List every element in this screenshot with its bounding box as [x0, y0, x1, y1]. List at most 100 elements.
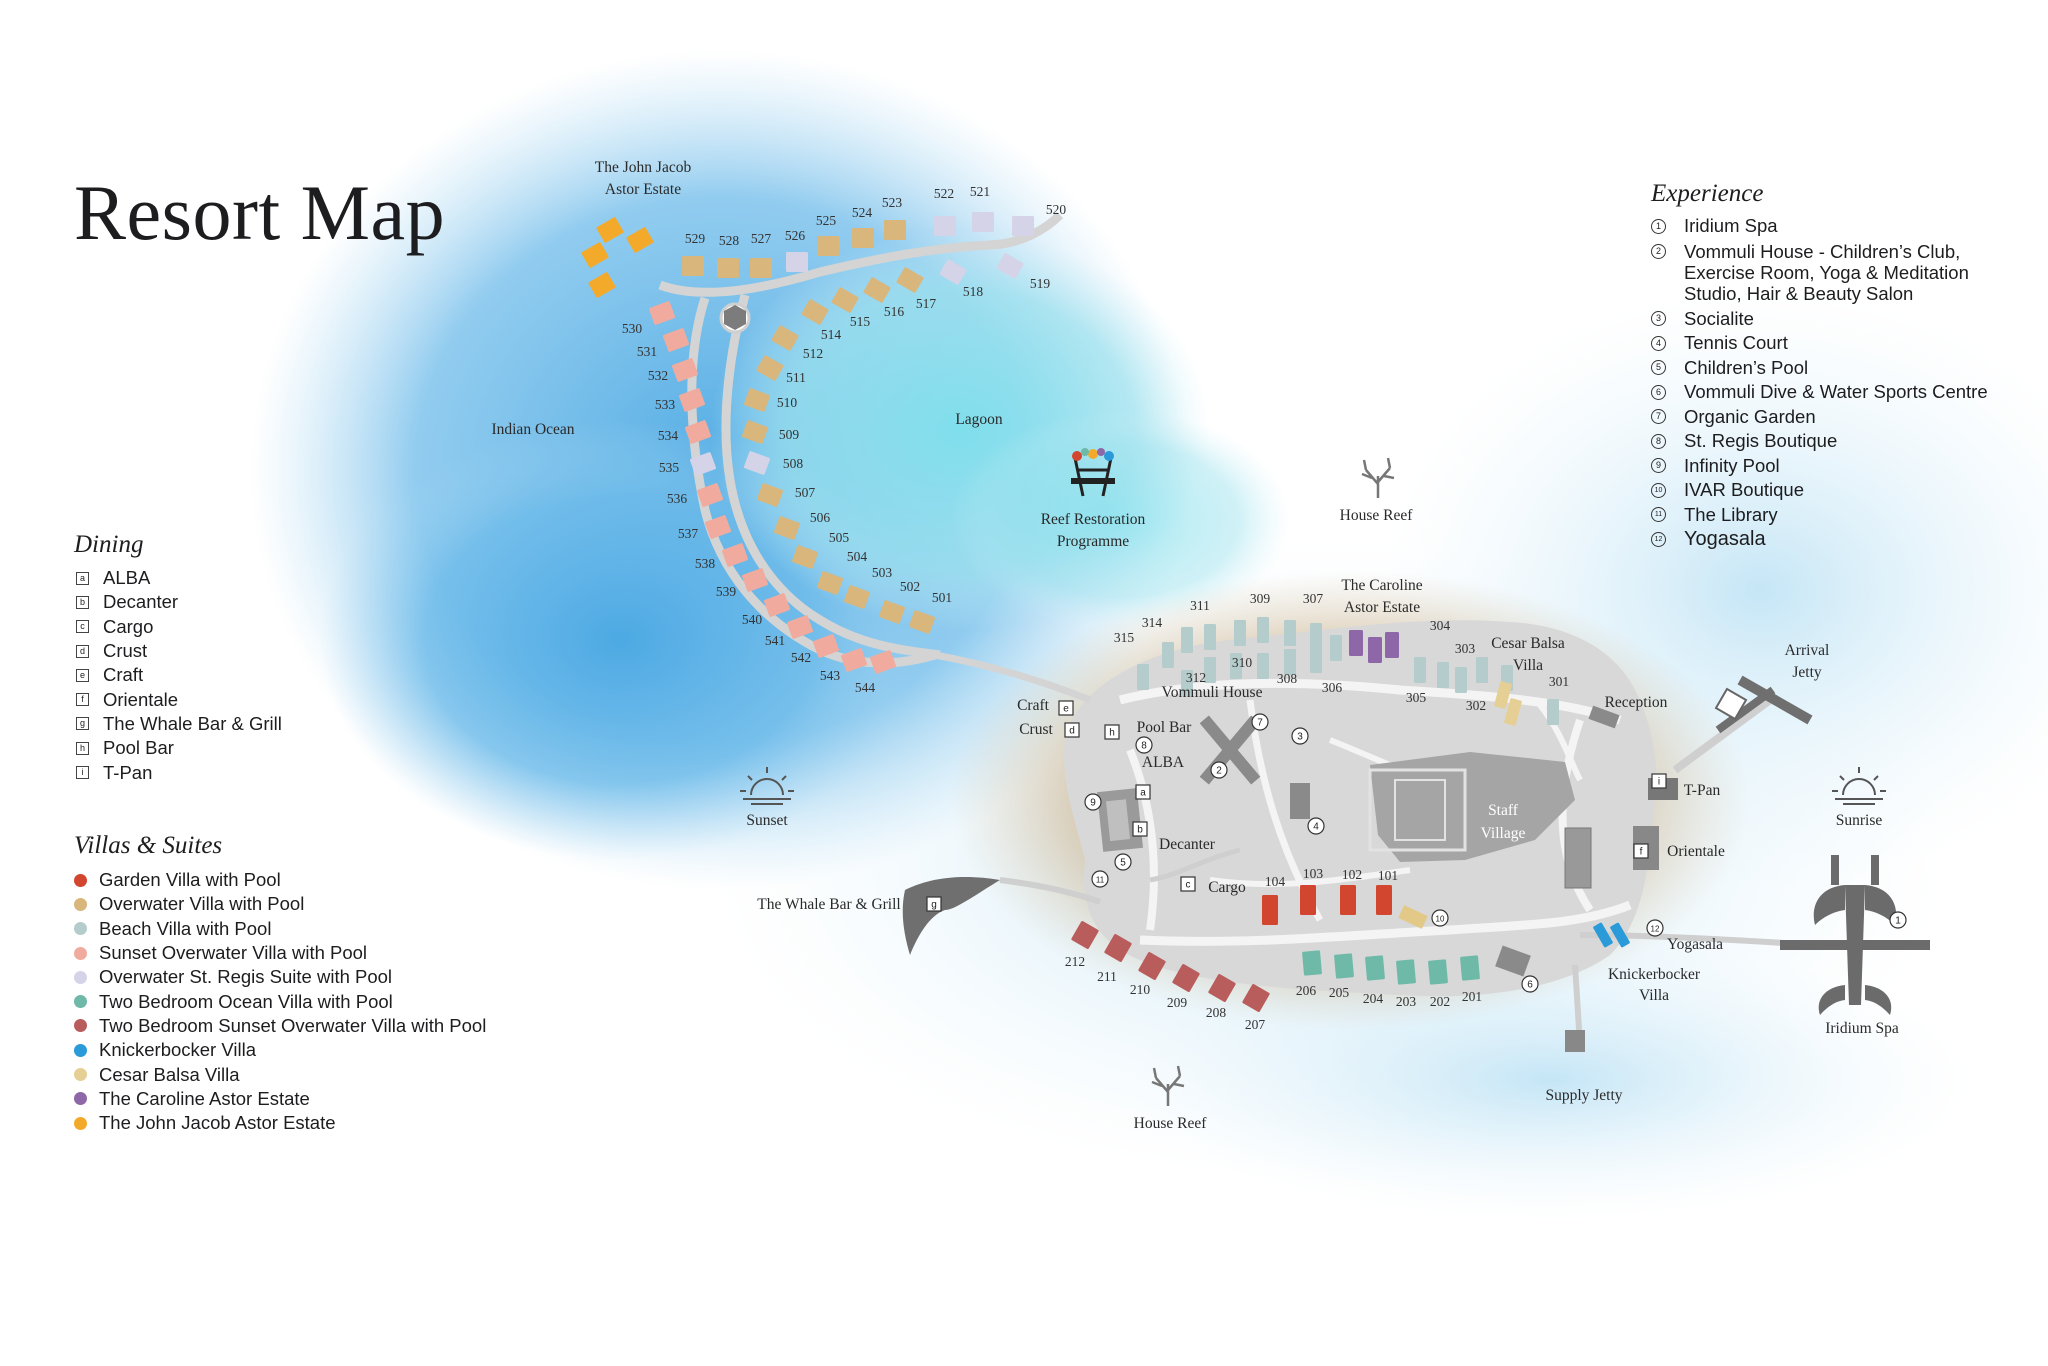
- label-cargo: Cargo: [1208, 879, 1246, 896]
- sunset-overwater-villa: [663, 328, 689, 352]
- villa-color-dot: [74, 1092, 87, 1106]
- label-staff-village-2: Village: [1481, 825, 1526, 842]
- beach-villa: [1162, 642, 1174, 668]
- villa-number: 536: [667, 491, 688, 506]
- villa-number: 510: [777, 395, 798, 410]
- two-bedroom-sunset-villa: [1242, 984, 1270, 1012]
- experience-number: 3: [1651, 311, 1666, 327]
- experience-item-12: 12 Yogasala: [1651, 527, 2011, 552]
- overwater-boardwalk: [658, 211, 1064, 668]
- label-alba: ALBA: [1142, 754, 1185, 771]
- villa-legend-item: Sunset Overwater Villa with Pool: [74, 941, 486, 965]
- villa-color-dot: [74, 897, 87, 911]
- sunset-overwater-villa: [722, 543, 748, 567]
- label-iridium-spa: Iridium Spa: [1825, 1020, 1899, 1037]
- villa-color-dot: [74, 1116, 87, 1130]
- two-bedroom-sunset-villa: [1104, 934, 1132, 962]
- dining-item-label: Cargo: [103, 615, 154, 637]
- page-title: Resort Map: [74, 169, 446, 256]
- dining-key-box: c: [76, 620, 89, 634]
- villa-number: 306: [1322, 680, 1343, 695]
- sunset-overwater-villa: [679, 388, 705, 412]
- villa-number: 532: [648, 368, 668, 383]
- beach-villa: [1284, 620, 1296, 646]
- villa-legend-label: Two Bedroom Ocean Villa with Pool: [99, 990, 393, 1012]
- sunset-overwater-villa: [672, 358, 698, 382]
- beach-villa: [1547, 699, 1559, 725]
- villa-number: 535: [659, 460, 680, 475]
- villa-number: 312: [1186, 670, 1206, 685]
- overwater-villa: [972, 212, 994, 232]
- overwater-villa: [786, 252, 808, 272]
- caroline-astor-villa: [1368, 637, 1382, 663]
- villa-number: 309: [1250, 591, 1271, 606]
- villa-number: 525: [816, 213, 837, 228]
- experience-number: 12: [1651, 531, 1666, 547]
- experience-number: 7: [1651, 409, 1666, 425]
- villa-number: 504: [847, 549, 868, 564]
- villa-number: 544: [855, 680, 876, 695]
- two-bedroom-sunset-villa: [1071, 921, 1099, 949]
- experience-marker-6: 6: [1521, 975, 1539, 993]
- villa-number: 505: [829, 530, 850, 545]
- villa-number: 533: [655, 397, 676, 412]
- experience-marker-5: 5: [1114, 853, 1132, 871]
- sunset-overwater-villa: [841, 648, 867, 672]
- villa-number: 212: [1065, 954, 1085, 969]
- experience-item-label: Organic Garden: [1684, 405, 1816, 427]
- garden-villa: [1262, 895, 1278, 925]
- dining-key-box: g: [76, 717, 89, 731]
- dining-item-c: c Cargo: [76, 615, 282, 639]
- svg-text:a: a: [1140, 788, 1146, 799]
- label-vommuli-house: Vommuli House: [1162, 684, 1263, 701]
- dining-key-box: b: [76, 595, 89, 609]
- villa-number: 211: [1097, 969, 1117, 984]
- label-craft: Craft: [1017, 697, 1050, 714]
- label-tpan: T-Pan: [1684, 782, 1721, 799]
- label-arrival-2: Jetty: [1792, 664, 1822, 681]
- villa-number: 534: [658, 428, 679, 443]
- svg-text:8: 8: [1141, 741, 1147, 752]
- experience-marker-2: 2: [1210, 761, 1228, 779]
- beach-villa: [1455, 667, 1467, 693]
- villa-number: 514: [821, 327, 842, 342]
- villa-legend-item: The Caroline Astor Estate: [74, 1087, 486, 1111]
- villa-number: 305: [1406, 690, 1427, 705]
- experience-number: 4: [1651, 335, 1666, 351]
- label-reception: Reception: [1605, 694, 1668, 711]
- villa-legend-label: The John Jacob Astor Estate: [99, 1112, 336, 1134]
- villa-legend-item: Cesar Balsa Villa: [74, 1062, 486, 1086]
- villa-number: 530: [622, 321, 643, 336]
- sunset-overwater-villa: [690, 452, 716, 476]
- overwater-villa: [939, 259, 967, 285]
- dining-marker-d: d: [1064, 722, 1080, 738]
- experience-item-label: Vommuli Dive & Water Sports Centre: [1684, 381, 1988, 403]
- experience-number: 10: [1651, 482, 1666, 498]
- villa-number: 201: [1462, 989, 1482, 1004]
- experience-number: 5: [1651, 360, 1666, 376]
- svg-text:d: d: [1069, 726, 1075, 737]
- beach-villa: [1414, 657, 1426, 683]
- sunset-icon: [740, 767, 794, 805]
- overwater-villa: [744, 451, 770, 475]
- svg-text:5: 5: [1120, 858, 1126, 869]
- dining-item-label: ALBA: [103, 567, 151, 589]
- villa-legend-item: Two Bedroom Sunset Overwater Villa with …: [74, 1014, 486, 1038]
- overwater-villa: [742, 420, 768, 444]
- overwater-villa: [801, 299, 829, 325]
- villa-number: 101: [1378, 868, 1398, 883]
- villa-number: 315: [1114, 630, 1135, 645]
- villa-number: 519: [1030, 276, 1051, 291]
- villa-legend-label: The Caroline Astor Estate: [99, 1087, 310, 1109]
- experience-item-label: Tennis Court: [1684, 332, 1788, 354]
- villa-legend-label: Sunset Overwater Villa with Pool: [99, 942, 368, 964]
- experience-item-label: Yogasala: [1684, 527, 1766, 550]
- coral-icon: [1151, 1065, 1185, 1106]
